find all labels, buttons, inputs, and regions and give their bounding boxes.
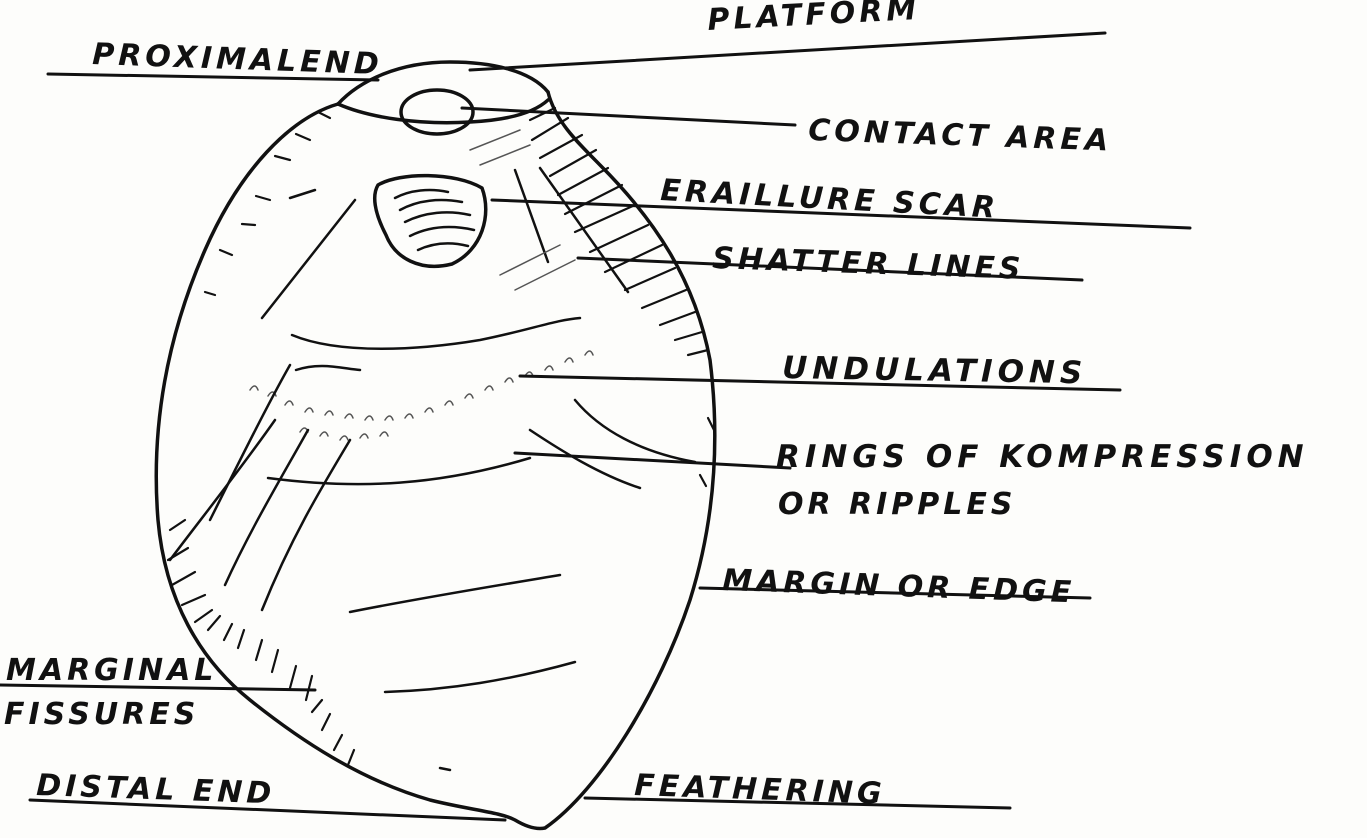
label-marginal-line1: MARGINAL — [6, 653, 217, 688]
flake-drawing — [156, 62, 715, 829]
left-ticks — [205, 112, 330, 295]
label-rings-line1: RINGS OF KOMPRESSION — [776, 439, 1309, 475]
ring-lines-left — [170, 365, 350, 610]
right-hatching — [470, 108, 708, 355]
leader-rings — [515, 453, 790, 468]
label-margin: MARGIN OR EDGE — [722, 563, 1076, 610]
labels: PLATFORM PROXIMALEND CONTACT AREA ERAILL… — [4, 0, 1309, 812]
label-platform: PLATFORM — [707, 0, 921, 38]
left-small-stroke — [290, 190, 315, 198]
ripple-marks — [250, 351, 593, 440]
label-marginal-line2: FISSURES — [4, 697, 199, 732]
label-shatter-lines: SHATTER LINES — [712, 241, 1025, 287]
label-undulations: UNDULATIONS — [782, 350, 1088, 391]
contact-area-shape — [401, 90, 473, 134]
undulation-arcs — [292, 318, 580, 370]
left-diagonal-stroke — [262, 200, 355, 318]
ripple-arcs — [268, 400, 695, 770]
label-distal-end: DISTAL END — [36, 768, 276, 811]
label-contact-area: CONTACT AREA — [808, 113, 1113, 159]
leader-platform — [470, 33, 1105, 70]
label-feathering: FEATHERING — [634, 768, 886, 812]
eraillure-scar-lines — [395, 190, 474, 250]
label-eraillure-scar: ERAILLURE SCAR — [660, 173, 1000, 226]
label-rings-line2: OR RIPPLES — [778, 487, 1017, 522]
